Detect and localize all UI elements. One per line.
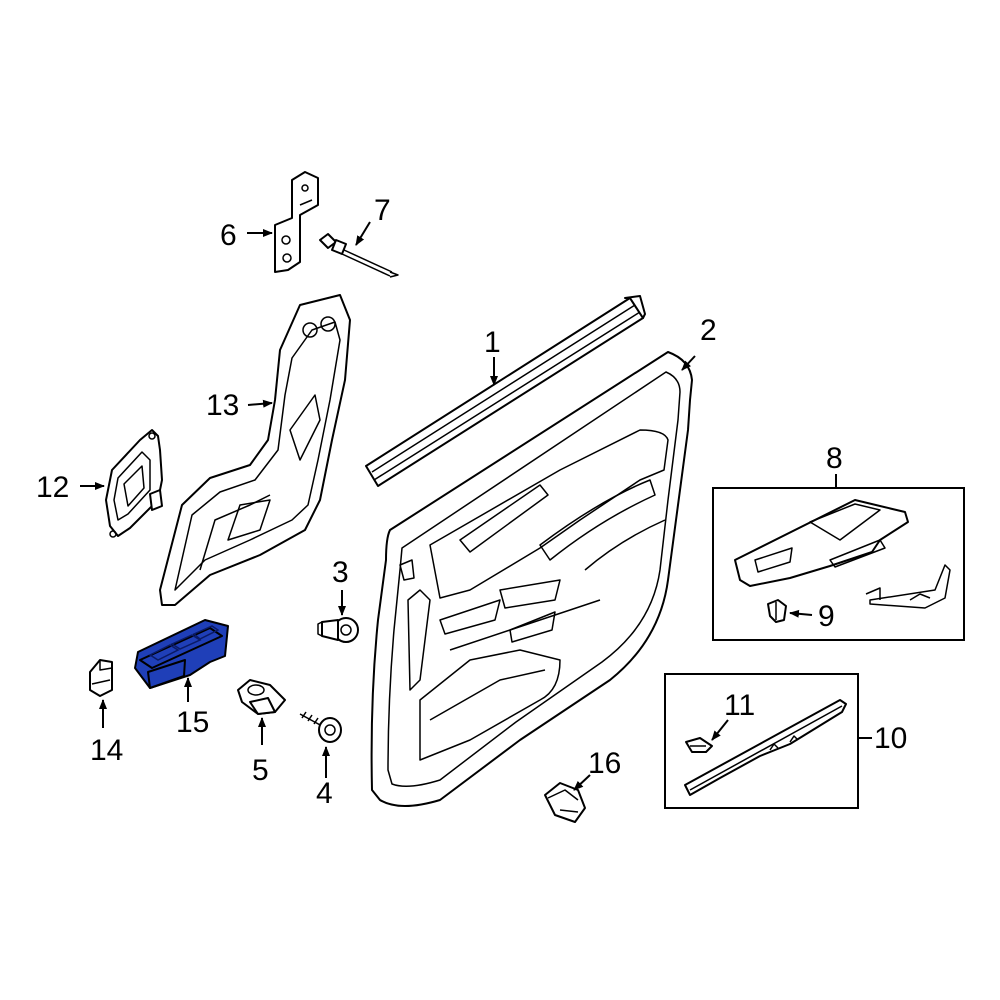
callout-10[interactable]: 10 bbox=[874, 722, 907, 755]
callout-4[interactable]: 4 bbox=[316, 777, 333, 810]
part-10-garnish-strip[interactable] bbox=[664, 673, 859, 809]
part-1-weatherstrip[interactable] bbox=[365, 295, 646, 487]
callout-16[interactable]: 16 bbox=[588, 747, 621, 780]
callout-5[interactable]: 5 bbox=[252, 754, 269, 787]
callout-13[interactable]: 13 bbox=[206, 389, 239, 422]
part-14-connector[interactable] bbox=[89, 659, 113, 697]
part-3-clip[interactable] bbox=[317, 617, 359, 643]
part-13-inner-panel[interactable] bbox=[159, 294, 351, 606]
part-11-clip[interactable] bbox=[685, 737, 713, 753]
callout-1[interactable]: 1 bbox=[484, 326, 501, 359]
part-8-switch-bezel[interactable] bbox=[712, 487, 965, 641]
part-9-clip[interactable] bbox=[767, 599, 787, 623]
callout-12[interactable]: 12 bbox=[36, 471, 69, 504]
callout-9[interactable]: 9 bbox=[818, 600, 835, 633]
callout-8[interactable]: 8 bbox=[826, 442, 843, 475]
callout-14[interactable]: 14 bbox=[90, 734, 123, 767]
part-7-rivet[interactable] bbox=[319, 233, 399, 278]
callout-2[interactable]: 2 bbox=[700, 314, 717, 347]
callout-7[interactable]: 7 bbox=[374, 194, 391, 227]
callout-leaders bbox=[80, 221, 872, 791]
callout-3[interactable]: 3 bbox=[332, 556, 349, 589]
part-12-speaker-grille[interactable] bbox=[105, 429, 163, 538]
part-2-door-trim-panel[interactable] bbox=[370, 351, 693, 807]
part-15-window-switch[interactable] bbox=[134, 619, 229, 689]
callout-15[interactable]: 15 bbox=[176, 706, 209, 739]
part-6-bracket[interactable] bbox=[274, 171, 319, 273]
callout-labels: 1 2 3 4 5 6 7 8 9 10 11 12 13 14 15 16 bbox=[36, 194, 907, 810]
callout-6[interactable]: 6 bbox=[220, 219, 237, 252]
callout-11[interactable]: 11 bbox=[724, 689, 755, 722]
part-5-fastener[interactable] bbox=[237, 679, 286, 715]
part-16-clip[interactable] bbox=[544, 782, 586, 823]
part-4-screw[interactable] bbox=[299, 711, 342, 743]
